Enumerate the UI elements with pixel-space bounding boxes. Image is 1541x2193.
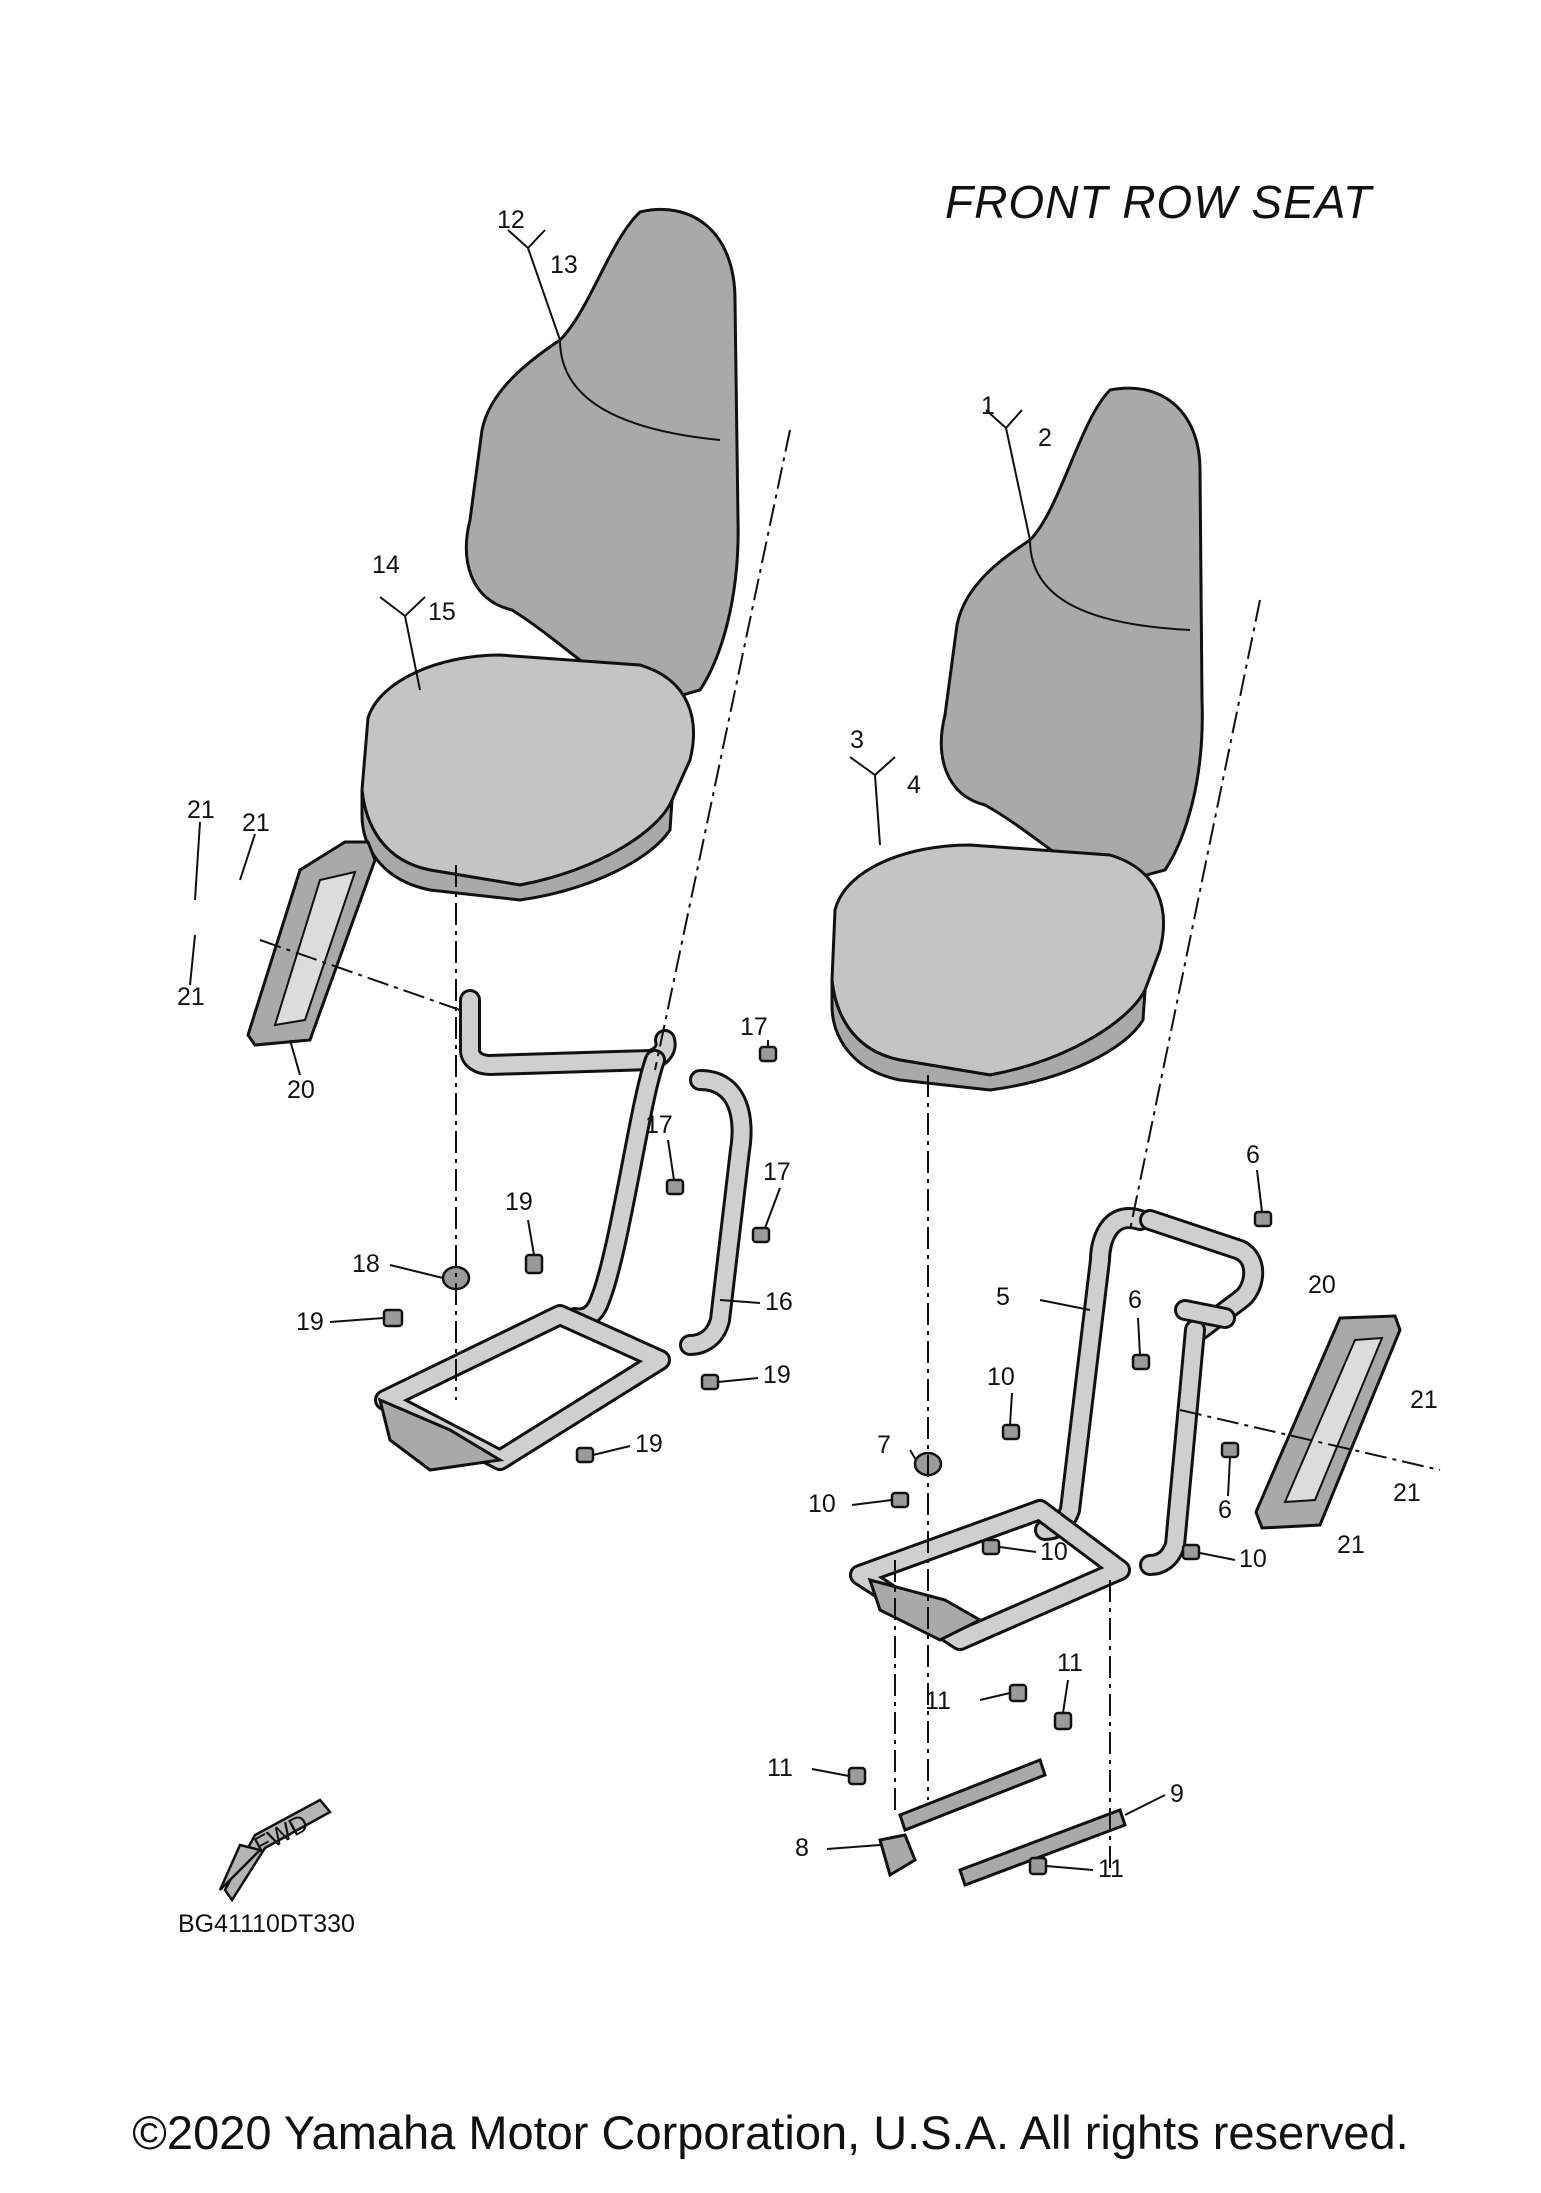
callout-10a: 10 [987,1363,1015,1391]
callout-7: 7 [877,1431,891,1459]
callout-17a: 17 [740,1013,768,1041]
drawing-code: BG41110DT330 [178,1910,355,1938]
left-bolt-19c [700,1373,720,1391]
callout-10d: 10 [1239,1545,1267,1573]
seat-rail-9 [958,1808,1127,1887]
callout-3: 3 [850,726,864,754]
callout-1: 1 [981,392,995,420]
callout-11c: 11 [767,1754,793,1782]
right-nut-10c [981,1538,1001,1556]
callout-21d: 21 [1410,1386,1438,1414]
callout-14: 14 [372,551,400,579]
right-nut-10b [890,1491,910,1509]
callout-19c: 19 [763,1361,791,1389]
right-nut-10d [1181,1543,1201,1561]
left-fastener-17a [758,1045,778,1063]
left-seat-cushion-base [360,789,674,902]
left-seat-frame [374,989,753,1472]
fwd-arrow-icon: FWD [218,1798,332,1903]
callout-11d: 11 [1098,1855,1124,1883]
right-bolt-11c [847,1766,867,1786]
callout-20a: 20 [287,1076,315,1104]
right-fastener-6b [1131,1353,1151,1371]
callout-19a: 19 [505,1188,533,1216]
diagram-title: FRONT ROW SEAT [945,176,1373,228]
callout-17b: 17 [645,1111,673,1139]
left-fastener-17b [665,1178,685,1196]
left-bolt-19b [524,1253,544,1275]
callout-15: 15 [428,598,456,626]
callout-4: 4 [907,771,921,799]
callout-16: 16 [765,1288,793,1316]
right-fastener-6a [1253,1210,1273,1228]
callout-12: 12 [497,206,525,234]
right-bolt-11d [1028,1856,1048,1876]
callout-10c: 10 [1040,1538,1068,1566]
fwd-label: FWD [250,1809,313,1860]
left-bolt-19a [382,1308,404,1328]
callout-6b: 6 [1128,1286,1142,1314]
callout-18: 18 [352,1250,380,1278]
right-nut-10a [1001,1423,1021,1441]
right-seat-back [939,386,1204,887]
left-fastener-17c [751,1226,771,1244]
callout-11a: 11 [1057,1649,1083,1677]
callout-20b: 20 [1308,1271,1336,1299]
callout-9: 9 [1170,1780,1184,1808]
callout-17c: 17 [763,1158,791,1186]
callout-13: 13 [550,251,578,279]
callout-6a: 6 [1246,1141,1260,1169]
callout-21e: 21 [1393,1479,1421,1507]
callout-19b: 19 [296,1308,324,1336]
callout-21b: 21 [242,809,270,837]
left-seat-back [464,207,740,707]
left-bolt-19d [575,1446,595,1464]
callout-10b: 10 [808,1490,836,1518]
callout-19d: 19 [635,1430,663,1458]
right-bolt-11b [1053,1711,1073,1731]
callout-21f: 21 [1337,1531,1365,1559]
seat-rail-8 [898,1758,1047,1832]
callout-2: 2 [1038,424,1052,452]
right-bolt-11a [1008,1683,1028,1703]
callout-8: 8 [795,1834,809,1862]
right-fastener-6c [1220,1441,1240,1459]
callout-5: 5 [996,1283,1010,1311]
callout-21a: 21 [187,796,215,824]
right-seat-cushion-base [830,979,1147,1092]
right-seat-frame [849,1207,1265,1651]
callout-21c: 21 [177,983,205,1011]
callout-11b: 11 [925,1687,951,1715]
callout-6c: 6 [1218,1496,1232,1524]
copyright-notice: ©2020 Yamaha Motor Corporation, U.S.A. A… [132,2106,1409,2159]
seat-adjuster-lever [878,1833,917,1878]
